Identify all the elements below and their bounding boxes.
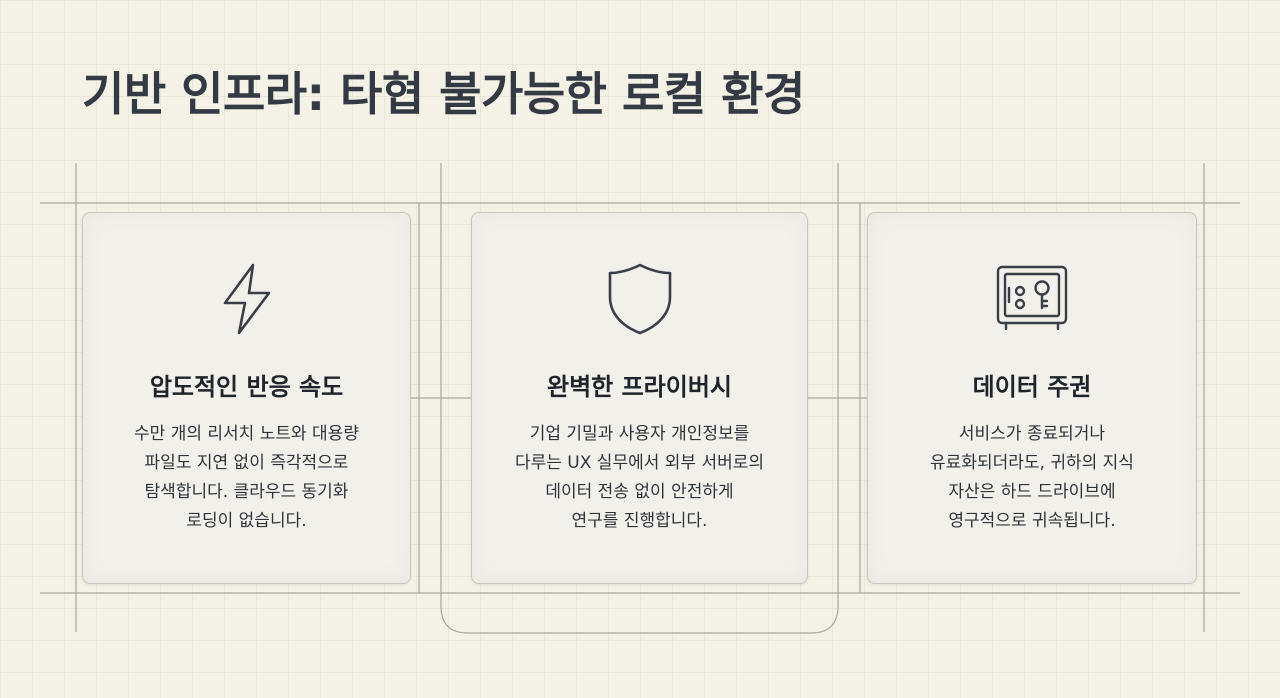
- shield-icon: [600, 259, 680, 339]
- card-description-line: 서비스가 종료되거나: [958, 424, 1106, 444]
- card-description-line: 데이터 전송 없이 안전하게: [545, 482, 734, 502]
- card-description-line: 탐색합니다. 클라우드 동기화: [144, 482, 349, 502]
- feature-card-data-sovereignty: 데이터 주권 서비스가 종료되거나 유료화되더라도, 귀하의 지식 자산은 하드…: [867, 212, 1197, 584]
- card-title: 완벽한 프라이버시: [547, 373, 732, 401]
- card-description-line: 기업 기밀과 사용자 개인정보를: [529, 424, 750, 444]
- feature-card-speed: 압도적인 반응 속도 수만 개의 리서치 노트와 대용량 파일도 지연 없이 즉…: [82, 212, 411, 584]
- card-description-line: 연구를 진행합니다.: [571, 511, 708, 531]
- lightning-icon: [207, 259, 287, 339]
- bracket-under-middle-card: [440, 203, 839, 634]
- card-description-line: 수만 개의 리서치 노트와 대용량: [134, 424, 359, 444]
- card-title: 압도적인 반응 속도: [149, 373, 344, 401]
- feature-card-privacy: 완벽한 프라이버시 기업 기밀과 사용자 개인정보를 다루는 UX 실무에서 외…: [471, 212, 808, 584]
- card-description: 수만 개의 리서치 노트와 대용량 파일도 지연 없이 즉각적으로 탐색합니다.…: [99, 420, 394, 536]
- card-description-line: 영구적으로 귀속됩니다.: [948, 511, 1116, 531]
- card-description: 기업 기밀과 사용자 개인정보를 다루는 UX 실무에서 외부 서버로의 데이터…: [488, 420, 791, 536]
- card-description-line: 유료화되더라도, 귀하의 지식: [930, 453, 1134, 473]
- card-description-line: 파일도 지연 없이 즉각적으로: [144, 453, 349, 473]
- card-description: 서비스가 종료되거나 유료화되더라도, 귀하의 지식 자산은 하드 드라이브에 …: [884, 420, 1180, 536]
- page-title: 기반 인프라: 타협 불가능한 로컬 환경: [82, 67, 805, 121]
- card-description-line: 자산은 하드 드라이브에: [948, 482, 1116, 502]
- card-title: 데이터 주권: [972, 373, 1092, 401]
- card-description-line: 로딩이 없습니다.: [186, 511, 307, 531]
- safe-icon: [992, 259, 1072, 339]
- card-description-line: 다루는 UX 실무에서 외부 서버로의: [514, 453, 765, 473]
